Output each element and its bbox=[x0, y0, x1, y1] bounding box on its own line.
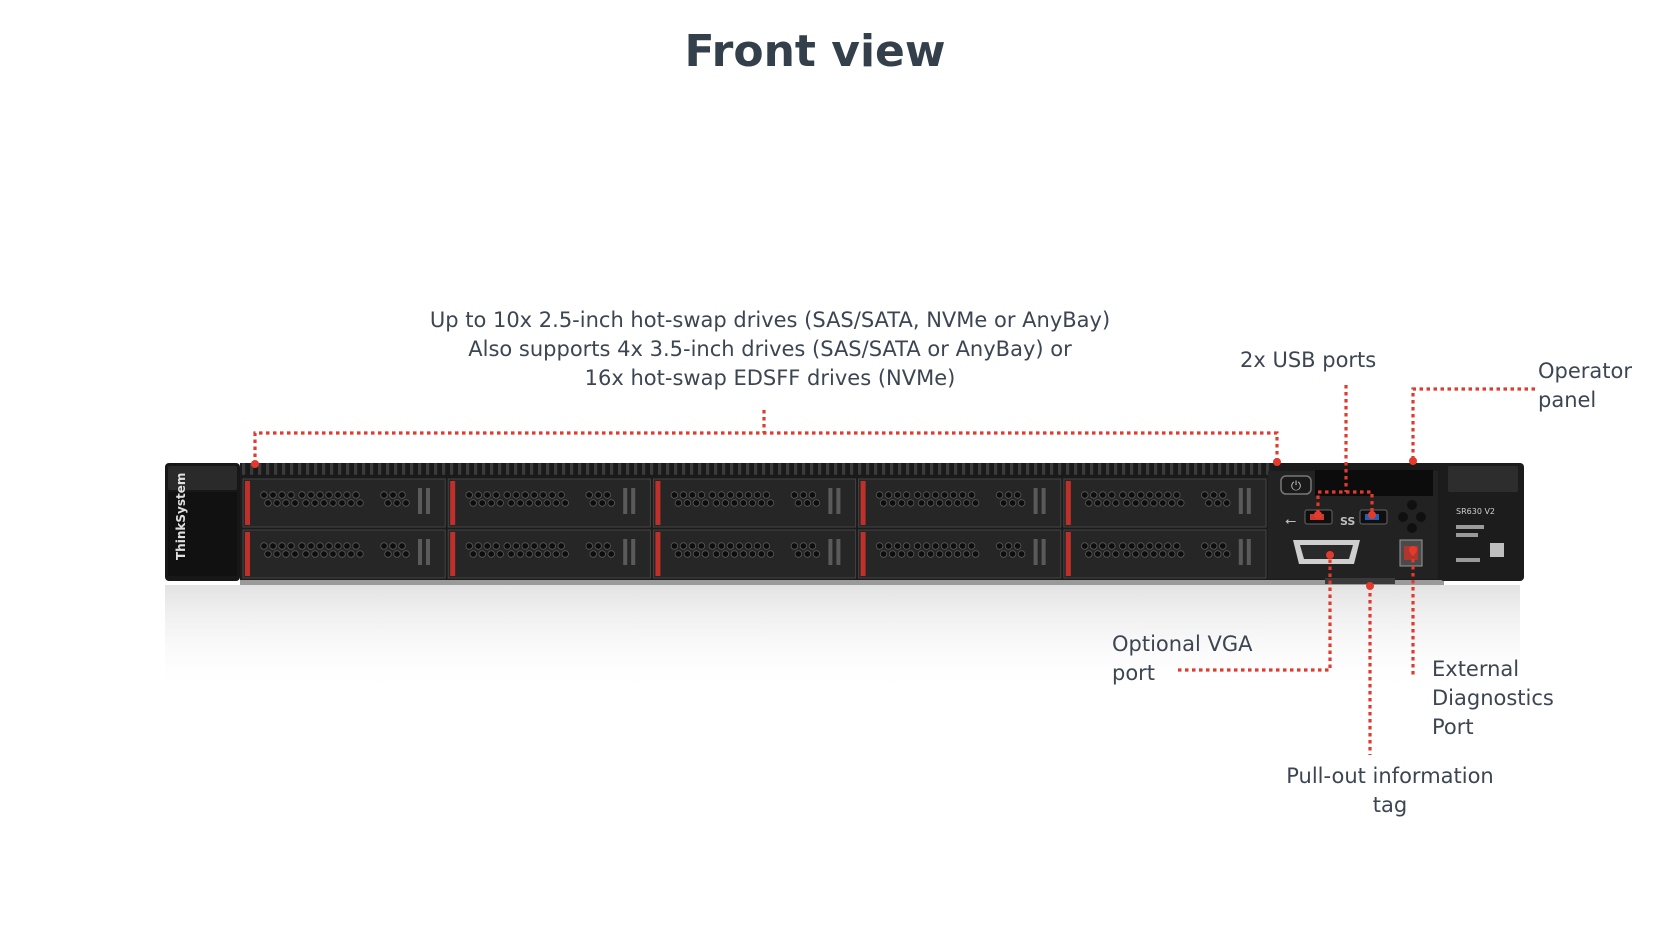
drive-bay[interactable] bbox=[1063, 478, 1267, 528]
drives-callout: Up to 10x 2.5-inch hot-swap drives (SAS/… bbox=[320, 306, 1220, 393]
drive-latch[interactable] bbox=[1065, 481, 1071, 525]
vga-callout-line-1: Optional VGA bbox=[1112, 632, 1253, 656]
drives-callout-line-1: Up to 10x 2.5-inch hot-swap drives (SAS/… bbox=[429, 308, 1111, 332]
drive-latch[interactable] bbox=[860, 532, 866, 576]
vga-callout: Optional VGA port bbox=[1112, 630, 1252, 688]
drive-latch[interactable] bbox=[245, 532, 250, 576]
model-label: SR630 V2 bbox=[1456, 507, 1495, 516]
drive-latch[interactable] bbox=[245, 481, 250, 525]
drive-latch[interactable] bbox=[450, 532, 456, 576]
vga-port[interactable] bbox=[1293, 540, 1360, 564]
external-diagnostics-callout-line-1: External bbox=[1432, 657, 1520, 681]
io-panel: ⏻ ⭠ SS bbox=[1268, 470, 1438, 584]
top-vent-grill bbox=[242, 463, 1270, 477]
usb-superspeed-icon: SS bbox=[1340, 515, 1355, 528]
thinksystem-brand: ThinkSystem bbox=[174, 473, 188, 560]
leader-lines bbox=[251, 385, 1535, 755]
page-title: Front view bbox=[684, 26, 946, 77]
drive-bay[interactable] bbox=[242, 478, 446, 528]
drives-leader bbox=[253, 410, 1279, 464]
external-diagnostics-callout: External Diagnostics Port bbox=[1432, 655, 1554, 742]
drive-bay[interactable] bbox=[447, 478, 651, 528]
power-icon: ⏻ bbox=[1291, 479, 1301, 494]
drives-callout-line-2: Also supports 4x 3.5-inch drives (SAS/SA… bbox=[468, 337, 1072, 361]
vga-callout-line-2: port bbox=[1112, 661, 1156, 685]
usb-callout: 2x USB ports bbox=[1240, 346, 1376, 375]
operator-panel-callout: Operator panel bbox=[1538, 357, 1632, 415]
vga-leader bbox=[1178, 555, 1332, 672]
drive-latch[interactable] bbox=[655, 532, 661, 576]
operator-panel-callout-line-2: panel bbox=[1538, 388, 1597, 412]
pullout-information-tag[interactable] bbox=[1325, 578, 1395, 584]
drive-bay[interactable] bbox=[1063, 529, 1267, 579]
drive-latch[interactable] bbox=[1065, 532, 1071, 576]
chassis-reflection bbox=[165, 585, 1520, 695]
external-diagnostics-callout-line-3: Port bbox=[1432, 715, 1474, 739]
pullout-tag-callout-line-1: Pull-out information bbox=[1286, 764, 1494, 788]
usb-icon: ⭠ bbox=[1285, 513, 1296, 529]
drive-bay[interactable] bbox=[858, 529, 1062, 579]
power-button[interactable] bbox=[1280, 475, 1312, 495]
usb-leader bbox=[1316, 385, 1374, 513]
qr-code-icon bbox=[1490, 543, 1504, 557]
drive-latch[interactable] bbox=[860, 481, 866, 525]
drive-bay[interactable] bbox=[858, 478, 1062, 528]
pullout-tag-callout-line-2: tag bbox=[1372, 793, 1408, 817]
drive-bay[interactable] bbox=[447, 529, 651, 579]
drive-latch[interactable] bbox=[450, 481, 456, 525]
operator-panel-callout-line-1: Operator bbox=[1538, 359, 1632, 383]
drives-callout-line-3: 16x hot-swap EDSFF drives (NVMe) bbox=[584, 366, 956, 390]
left-rack-ear: ThinkSystem bbox=[165, 463, 240, 581]
drive-latch[interactable] bbox=[655, 481, 661, 525]
right-rack-ear: SR630 V2 bbox=[1440, 463, 1524, 581]
drive-bay[interactable] bbox=[242, 529, 446, 579]
drive-bay[interactable] bbox=[652, 478, 857, 528]
operator-panel-leader bbox=[1411, 387, 1535, 460]
drive-bay-array bbox=[242, 478, 1267, 579]
external-diagnostics-callout-line-2: Diagnostics bbox=[1432, 686, 1554, 710]
usb-callout-line-1: 2x USB ports bbox=[1240, 348, 1377, 372]
pullout-tag-callout: Pull-out information tag bbox=[1230, 762, 1550, 820]
drive-bay[interactable] bbox=[652, 529, 857, 579]
